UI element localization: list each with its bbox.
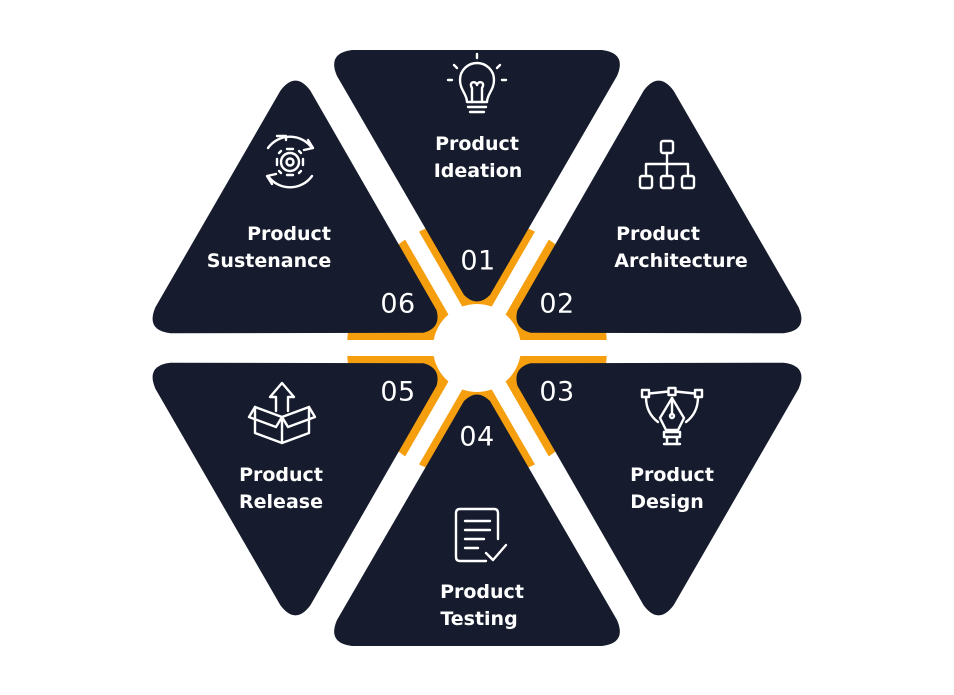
- stage-number-01: 01: [460, 246, 495, 277]
- stage-label-03-line1: Product: [630, 464, 714, 486]
- stage-label-05-line1: Product: [239, 464, 323, 486]
- stage-number-04: 04: [459, 422, 494, 453]
- hub-center: [433, 304, 521, 392]
- stage-number-06: 06: [380, 289, 415, 320]
- stage-label-01-line1: Product: [435, 133, 519, 155]
- stage-label-05-line2: Release: [239, 491, 323, 513]
- stage-label-04-line1: Product: [440, 581, 524, 603]
- box-upload-icon: [247, 381, 317, 445]
- stage-label-06-line1: Product: [247, 223, 331, 245]
- stage-label-06-line2: Sustenance: [207, 250, 332, 272]
- stage-label-04-line2: Testing: [440, 608, 517, 630]
- stage-label-02-line2: Architecture: [614, 250, 747, 272]
- stage-label-01-line2: Ideation: [434, 160, 523, 182]
- hierarchy-icon: [638, 139, 696, 190]
- lightbulb-icon: [446, 52, 508, 114]
- checklist-document-icon: [454, 507, 508, 563]
- pen-tool-icon: [640, 386, 704, 446]
- stage-number-05: 05: [380, 377, 415, 408]
- gear-cycle-icon: [265, 134, 315, 189]
- stage-number-03: 03: [539, 377, 574, 408]
- stage-number-02: 02: [539, 289, 574, 320]
- stage-label-02-line1: Product: [616, 223, 700, 245]
- stage-label-03-line2: Design: [630, 491, 704, 513]
